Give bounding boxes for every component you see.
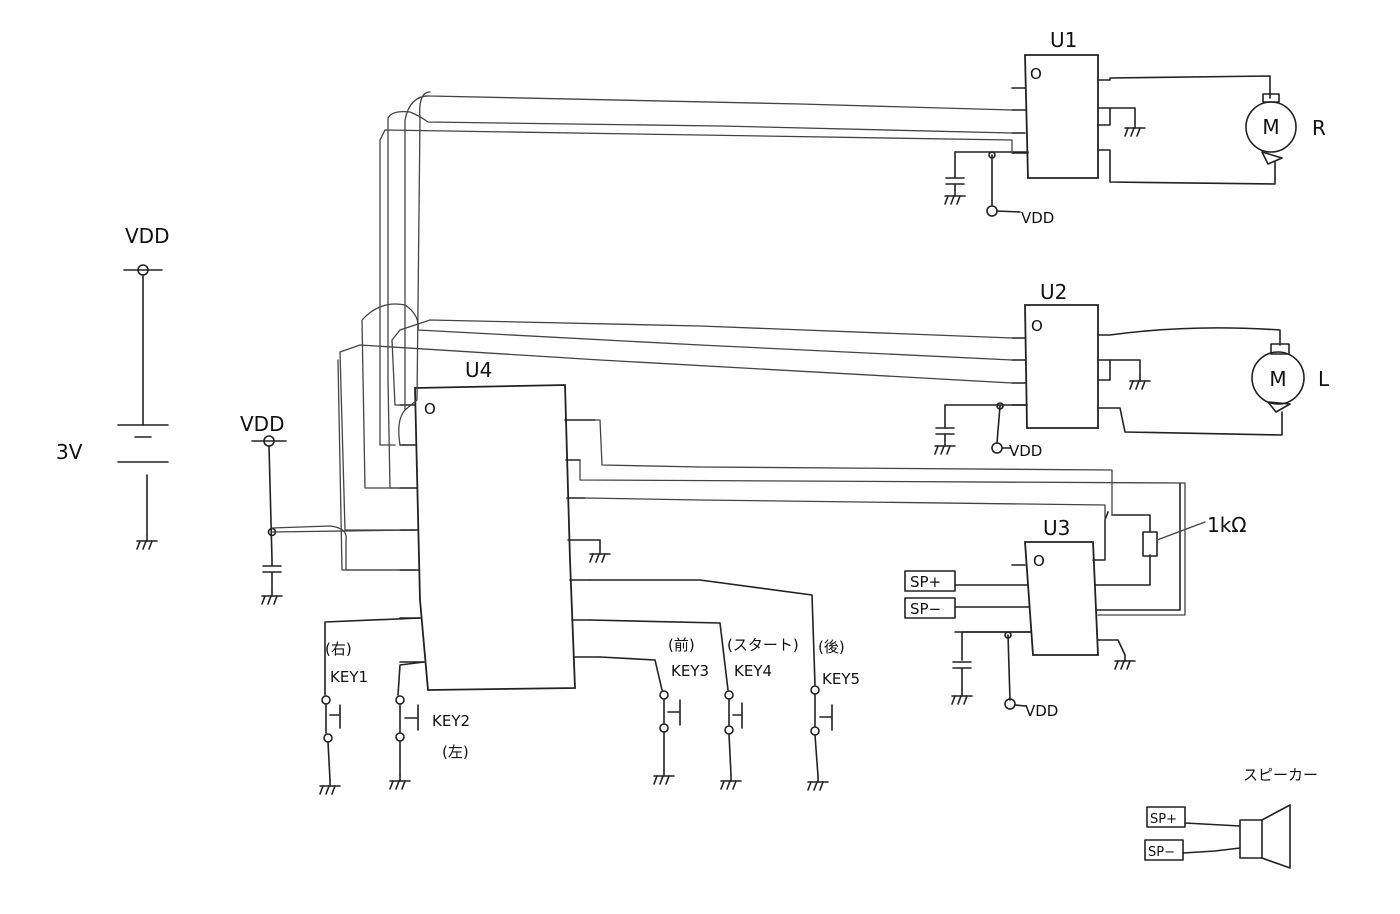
u4-cap-ground [261, 589, 283, 605]
u3-sp-minus-label: SP− [910, 600, 941, 618]
u3-sp-plus-box [904, 570, 956, 592]
u1-chip: U1 O VDD [944, 28, 1276, 227]
u3-pin1-mark: O [1033, 552, 1045, 570]
key2-annotation: (左) [442, 743, 469, 761]
key1-label: KEY1 [330, 668, 368, 686]
speaker-sp-minus-box [1144, 839, 1184, 861]
key5-group: (後) KEY5 [589, 579, 860, 791]
key5-switch [819, 704, 833, 731]
speaker-cone [1261, 804, 1291, 869]
u4-ground [589, 547, 611, 563]
key4-group: (スタート) KEY4 [589, 619, 799, 790]
motor-left-symbol: M [1269, 367, 1286, 391]
u2-vdd-label: VDD [1009, 442, 1042, 460]
key3-switch [667, 699, 681, 726]
u4-pin1-mark: O [424, 400, 436, 418]
key4-annotation: (スタート) [727, 636, 799, 654]
u1-vdd-terminal [986, 205, 998, 217]
key4-ground [720, 774, 742, 790]
key2-ground [389, 774, 411, 790]
speaker-sp-plus-box [1146, 806, 1186, 828]
speaker-sp-plus-label: SP+ [1150, 812, 1177, 827]
u3-sp-minus-box [904, 597, 956, 619]
u2-ground [1129, 374, 1151, 390]
u4-vdd-group: VDD [240, 412, 416, 605]
key2-label: KEY2 [432, 712, 470, 730]
motor-right-body [1245, 101, 1297, 153]
key5-label: KEY5 [822, 670, 860, 688]
u4-decoupling-cap [262, 565, 282, 573]
u1-pin1-mark: O [1030, 65, 1042, 83]
motor-right-symbol: M [1262, 115, 1279, 139]
key2-group: KEY2 (左) [389, 661, 470, 790]
u3-decoupling-cap [952, 661, 972, 669]
u4-label: U4 [465, 358, 492, 382]
resistor-1k [1142, 531, 1158, 557]
u3-chip: U3 O 1kΩ VDD SP+ SP− [904, 482, 1247, 720]
u2-decoupling-cap [935, 427, 955, 435]
key3-group: (前) KEY3 [599, 636, 709, 785]
motor-left-body [1251, 351, 1305, 405]
u2-label: U2 [1040, 280, 1067, 304]
key4-switch [732, 702, 743, 729]
bus-wires [337, 91, 1186, 616]
u2-pin1-mark: O [1031, 317, 1043, 335]
key1-switch [329, 704, 341, 729]
motor-left: M L [1251, 343, 1330, 413]
key2-switch [404, 704, 419, 731]
u1-cap-ground [944, 189, 966, 205]
u3-vdd-label: VDD [1025, 702, 1058, 720]
speaker-sp-minus-label: SP− [1148, 845, 1175, 860]
battery-ground [136, 534, 158, 550]
u1-label: U1 [1050, 28, 1077, 52]
u2-chip: U2 O VDD [934, 280, 1283, 460]
u3-ground [1114, 654, 1136, 670]
u3-vdd-terminal [1004, 698, 1016, 710]
key4-label: KEY4 [734, 662, 772, 680]
key1-group: (右) KEY1 [319, 617, 421, 795]
u3-cap-ground [951, 689, 973, 705]
u1-decoupling-cap [945, 177, 965, 185]
key1-ground [319, 779, 341, 795]
resistor-value-label: 1kΩ [1207, 513, 1247, 537]
u3-label: U3 [1043, 516, 1070, 540]
u2-vdd-terminal [991, 442, 1003, 454]
motor-right-label: R [1312, 116, 1326, 140]
u1-vdd-label: VDD [1021, 209, 1054, 227]
battery-vdd-label: VDD [125, 224, 169, 248]
speaker-title: スピーカー [1243, 766, 1318, 784]
key3-ground [653, 769, 675, 785]
battery-voltage-label: 3V [56, 440, 83, 464]
key5-ground [807, 775, 829, 791]
u1-ground [1124, 121, 1146, 137]
key3-label: KEY3 [671, 662, 709, 680]
u4-chip: U4 O [399, 358, 611, 691]
motor-right: M R [1245, 93, 1326, 165]
speaker-body [1239, 819, 1263, 859]
motor-left-label: L [1318, 367, 1330, 391]
key1-annotation: (右) [325, 640, 352, 658]
u2-cap-ground [934, 439, 956, 455]
battery-group: VDD 3V [56, 224, 169, 550]
speaker-group: スピーカー SP+ SP− [1144, 766, 1318, 869]
u3-sp-plus-label: SP+ [910, 573, 941, 591]
key5-annotation: (後) [818, 638, 845, 656]
key3-annotation: (前) [668, 636, 695, 654]
u4-vdd-label: VDD [240, 412, 284, 436]
